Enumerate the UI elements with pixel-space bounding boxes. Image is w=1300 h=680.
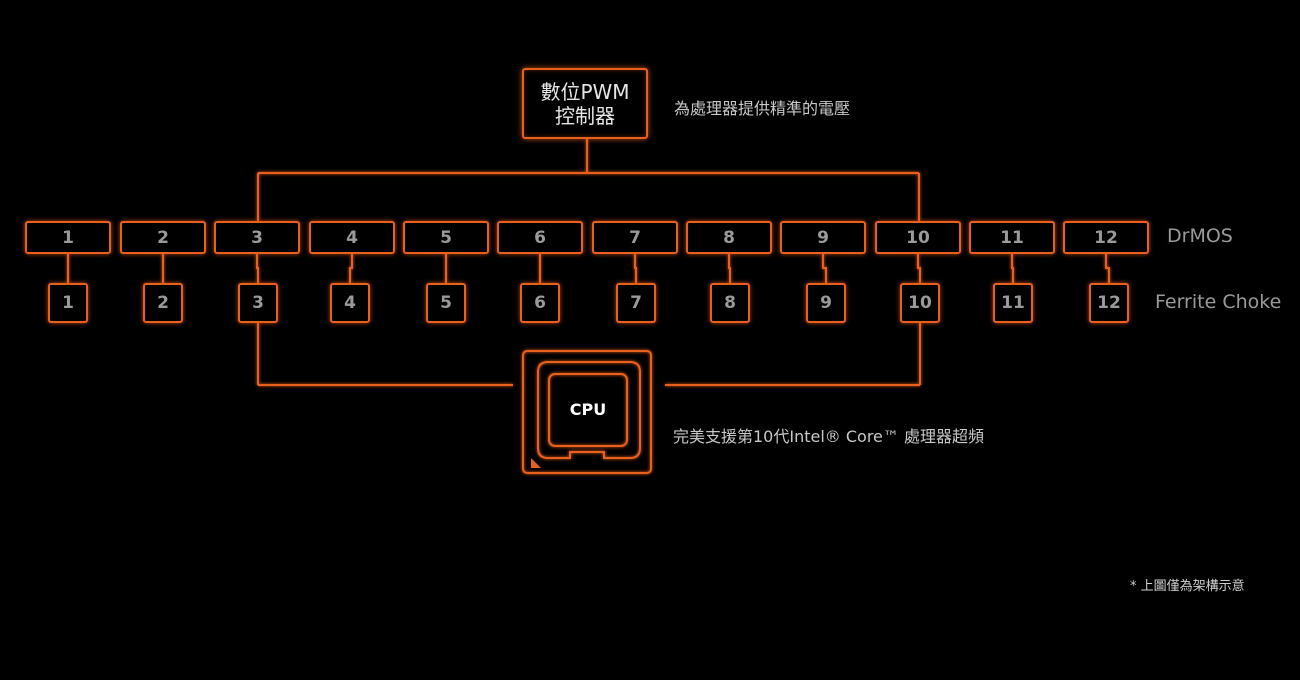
drmos-box: 10 <box>875 221 961 254</box>
drmos-box: 5 <box>403 221 489 254</box>
drmos-box: 2 <box>120 221 206 254</box>
drmos-box: 4 <box>309 221 395 254</box>
drmos-choke-connector <box>1011 254 1014 283</box>
drmos-choke-connector <box>634 254 637 283</box>
ferrite-choke-box: 4 <box>330 283 370 323</box>
ferrite-choke-label: Ferrite Choke <box>1155 291 1282 313</box>
cpu-chip-outer <box>522 350 652 474</box>
pwm-description: 為處理器提供精準的電壓 <box>674 99 851 118</box>
drmos-box: 6 <box>497 221 583 254</box>
ferrite-choke-box: 11 <box>993 283 1033 323</box>
drmos-box: 7 <box>592 221 678 254</box>
ferrite-choke-box: 2 <box>143 283 183 323</box>
drmos-box: 12 <box>1063 221 1149 254</box>
ferrite-choke-box: 7 <box>616 283 656 323</box>
cpu-description: 完美支援第10代Intel® Core™ 處理器超頻 <box>673 427 984 446</box>
drmos-choke-connector <box>349 254 353 283</box>
drmos-box: 9 <box>780 221 866 254</box>
cpu-chip-inner <box>537 361 641 459</box>
drmos-choke-connector <box>728 254 731 283</box>
footnote: * 上圖僅為架構示意 <box>1130 579 1245 594</box>
drmos-box: 8 <box>686 221 772 254</box>
drmos-label: DrMOS <box>1167 225 1233 247</box>
cpu-label: CPU <box>569 400 607 419</box>
drmos-box: 11 <box>969 221 1055 254</box>
ferrite-choke-box: 10 <box>900 283 940 323</box>
ferrite-choke-box: 5 <box>426 283 466 323</box>
drmos-choke-connectors <box>67 254 1110 283</box>
drmos-choke-connector <box>822 254 827 283</box>
drmos-box: 3 <box>214 221 300 254</box>
ferrite-choke-box: 1 <box>48 283 88 323</box>
cpu-pin1-marker <box>531 458 541 468</box>
ferrite-choke-box: 12 <box>1089 283 1129 323</box>
pwm-controller-box: 數位PWM 控制器 <box>522 68 648 139</box>
drmos-box: 1 <box>25 221 111 254</box>
drmos-choke-connector <box>256 254 259 283</box>
pwm-controller-subtitle: 控制器 <box>555 103 615 128</box>
pwm-controller-title: 數位PWM <box>540 79 630 104</box>
drmos-choke-connector <box>917 254 921 283</box>
drmos-choke-connector <box>1105 254 1110 283</box>
ferrite-choke-box: 3 <box>238 283 278 323</box>
ferrite-choke-box: 6 <box>520 283 560 323</box>
ferrite-choke-box: 9 <box>806 283 846 323</box>
cpu-die <box>548 373 628 447</box>
ferrite-choke-box: 8 <box>710 283 750 323</box>
